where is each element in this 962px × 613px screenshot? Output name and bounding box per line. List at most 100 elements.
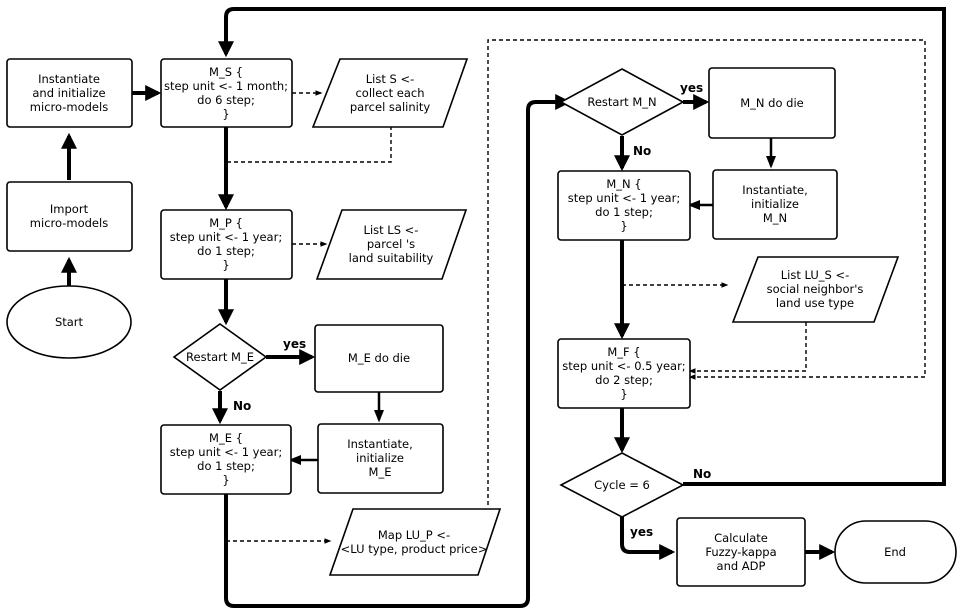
label-line: } — [222, 473, 229, 487]
label-restart-me: Restart M_E — [186, 350, 254, 364]
label-line: do 1 step; — [595, 205, 653, 219]
label-restart-mn: Restart M_N — [587, 95, 656, 109]
label-line: step unit <- 1 year; — [170, 230, 282, 244]
label-end: End — [884, 545, 906, 559]
edge-label-yes-mn: yes — [680, 81, 703, 95]
edge-label-yes-cycle: yes — [630, 525, 653, 539]
label-line: M_P { — [209, 216, 243, 230]
node-map-lup: Map LU_P <-<LU type, product price> — [328, 508, 502, 576]
label-line: } — [222, 258, 229, 272]
node-start: Start — [6, 285, 132, 359]
edge-me-to-restart-mn — [224, 94, 572, 608]
label-line: M_E { — [209, 431, 243, 445]
node-cycle: Cycle = 6 — [559, 452, 685, 518]
label-line: social neighbor's — [767, 282, 864, 296]
label-line: <LU type, product price> — [341, 542, 488, 556]
node-me-die: M_E do die — [314, 324, 444, 393]
label-line: Start — [55, 315, 84, 329]
dashed-maplup-to-mf — [487, 39, 926, 505]
label-line: M_E do die — [348, 351, 410, 365]
label-line: step unit <- 1 month; — [164, 79, 288, 93]
dashed-listlus-to-mf — [688, 322, 807, 374]
label-line: M_E — [369, 465, 392, 479]
node-mf: M_F {step unit <- 0.5 year;do 2 step;} — [557, 338, 691, 409]
label-line: } — [620, 387, 627, 401]
label-line: Instantiate, — [742, 183, 808, 197]
edge-label-no-mn: No — [633, 144, 651, 158]
label-line: Instantiate — [38, 72, 100, 86]
label-line: } — [620, 219, 627, 233]
label-line: step unit <- 0.5 year; — [562, 359, 685, 373]
edge-cycle-no-loop — [218, 7, 946, 486]
node-me: M_E {step unit <- 1 year;do 1 step;} — [160, 424, 292, 495]
node-mn: M_N {step unit <- 1 year;do 1 step;} — [557, 170, 691, 241]
node-restart-me: Restart M_E — [172, 323, 268, 391]
label-line: and initialize — [32, 86, 105, 100]
label-line: do 1 step; — [197, 244, 255, 258]
label-me-die: M_E do die — [348, 351, 410, 365]
label-mp: M_P {step unit <- 1 year;do 1 step;} — [170, 216, 282, 272]
label-line: List S <- — [366, 72, 415, 86]
label-line: Fuzzy-kappa — [705, 545, 776, 559]
label-line: M_N — [763, 211, 787, 225]
label-mn: M_N {step unit <- 1 year;do 1 step;} — [568, 177, 680, 233]
label-line: List LS <- — [364, 223, 419, 237]
label-ms: M_S {step unit <- 1 month;do 6 step;} — [164, 65, 288, 121]
label-line: step unit <- 1 year; — [568, 191, 680, 205]
label-line: Restart M_N — [587, 95, 656, 109]
label-line: Restart M_E — [186, 350, 254, 364]
label-line: Cycle = 6 — [594, 478, 650, 492]
connectors — [61, 7, 946, 608]
label-start: Start — [55, 315, 84, 329]
label-line: Import — [50, 202, 89, 216]
edge-label-no-cycle: No — [693, 467, 711, 481]
label-line: do 1 step; — [197, 459, 255, 473]
label-line: do 2 step; — [595, 373, 653, 387]
edge-label-yes-me: yes — [283, 337, 306, 351]
label-line: parcel 's — [367, 237, 415, 251]
label-line: land suitability — [349, 251, 434, 265]
label-line: M_N { — [606, 177, 641, 191]
label-line: M_S { — [209, 65, 243, 79]
label-mn-die: M_N do die — [740, 96, 804, 110]
label-line: } — [222, 107, 229, 121]
label-line: micro-models — [30, 100, 108, 114]
label-line: land use type — [776, 296, 854, 310]
label-line: Map LU_P <- — [378, 528, 450, 542]
node-mn-die: M_N do die — [708, 67, 836, 139]
label-me: M_E {step unit <- 1 year;do 1 step;} — [170, 431, 282, 487]
label-line: M_F { — [607, 345, 640, 359]
label-line: collect each — [355, 86, 424, 100]
label-cycle: Cycle = 6 — [594, 478, 650, 492]
node-mp: M_P {step unit <- 1 year;do 1 step;} — [160, 209, 293, 280]
label-line: List LU_S <- — [781, 268, 850, 282]
label-line: Instantiate, — [347, 437, 413, 451]
label-line: Calculate — [714, 531, 768, 545]
label-map-lup: Map LU_P <-<LU type, product price> — [341, 528, 488, 556]
label-line: initialize — [356, 451, 404, 465]
node-restart-mn: Restart M_N — [559, 68, 685, 136]
label-line: M_N do die — [740, 96, 804, 110]
label-mf: M_F {step unit <- 0.5 year;do 2 step;} — [562, 345, 685, 401]
node-ms: M_S {step unit <- 1 month;do 6 step;} — [160, 58, 293, 128]
label-line: and ADP — [717, 559, 766, 573]
label-line: micro-models — [30, 216, 108, 230]
label-line: do 6 step; — [197, 93, 255, 107]
label-line: End — [884, 545, 906, 559]
dashed-lists-to-mp — [226, 126, 392, 163]
